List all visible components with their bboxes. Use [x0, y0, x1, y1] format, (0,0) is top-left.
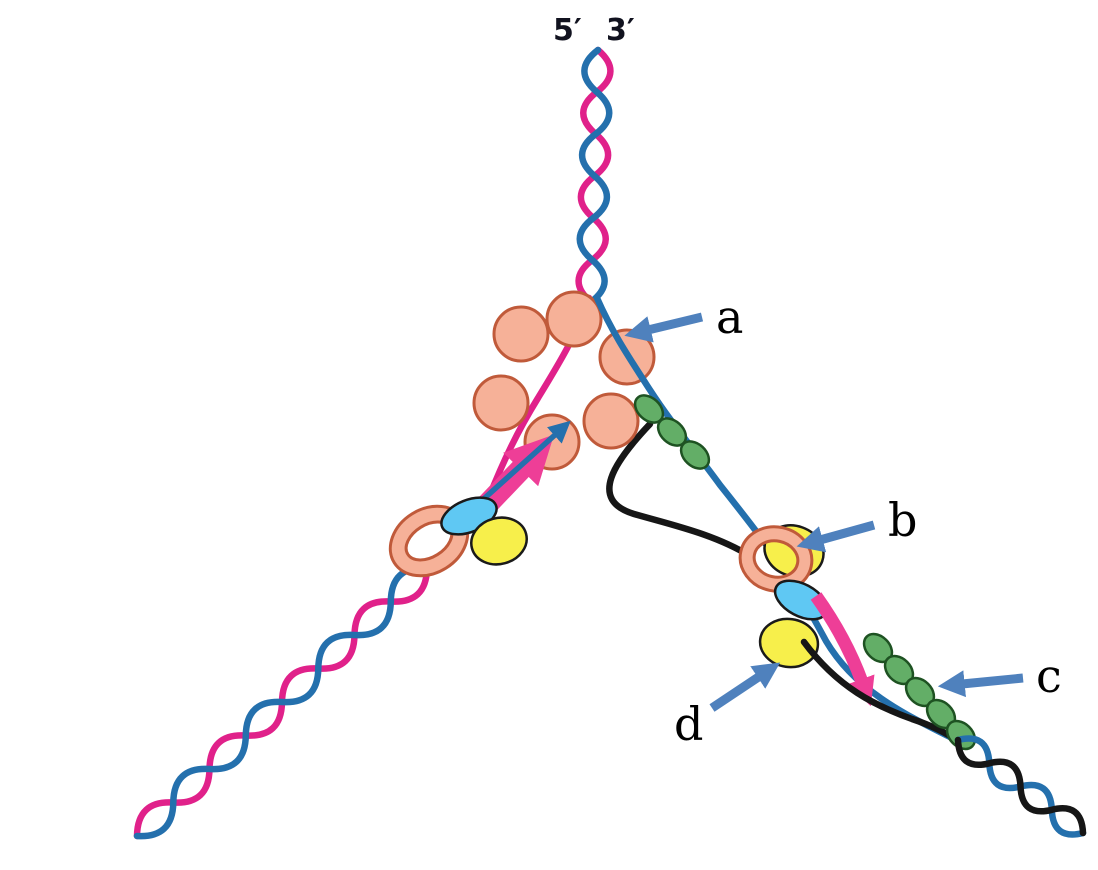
left-duplex-strand-blue: [133, 564, 431, 840]
helicase-subunit: [523, 413, 581, 471]
label-d: d: [674, 697, 703, 751]
lagging-synthesis-arrow: [810, 592, 875, 707]
helicase-subunit: [472, 374, 530, 432]
lagging-template-strand-lower: [800, 638, 962, 745]
ssb-bead: [945, 719, 977, 751]
ssb-bead: [679, 440, 711, 470]
callout-arrow-a: [624, 312, 704, 343]
label-a: a: [716, 290, 743, 344]
helicase-subunit: [582, 392, 640, 450]
helicase-subunit: [492, 305, 550, 363]
parental-duplex-helix: [575, 46, 614, 306]
left-polymerase-yellow-domain: [470, 516, 528, 566]
helicase-ring: [472, 290, 656, 471]
label-b: b: [888, 493, 917, 547]
clamp-outer-edge: [738, 525, 814, 593]
ssb-beads-near-fork: [633, 394, 711, 470]
right-polymerase-yellow-domain: [758, 617, 820, 669]
five-prime-label: 5′: [553, 13, 582, 48]
clamp-body: [740, 526, 812, 592]
bottom-right-strand-black: [954, 736, 1087, 837]
callout-arrow-b: [796, 520, 876, 553]
three-prime-label: 3′: [606, 13, 635, 48]
right-sliding-clamp: [738, 525, 814, 593]
left-polymerase-complex: [388, 496, 528, 578]
callout-arrow-c: [937, 670, 1024, 698]
parental-strand-blue: [576, 46, 613, 306]
callout-arrow-d: [709, 662, 781, 712]
clamp-inner-edge: [752, 539, 800, 579]
helicase-subunit: [545, 290, 603, 348]
bottom-right-duplex-helix: [954, 735, 1087, 838]
callout-arrows: [624, 312, 1024, 712]
ssb-beads-c: [862, 632, 977, 751]
new-duplex-left-helix: [133, 564, 431, 840]
label-c: c: [1036, 649, 1062, 703]
lagging-template-strand-upper: [606, 420, 754, 560]
